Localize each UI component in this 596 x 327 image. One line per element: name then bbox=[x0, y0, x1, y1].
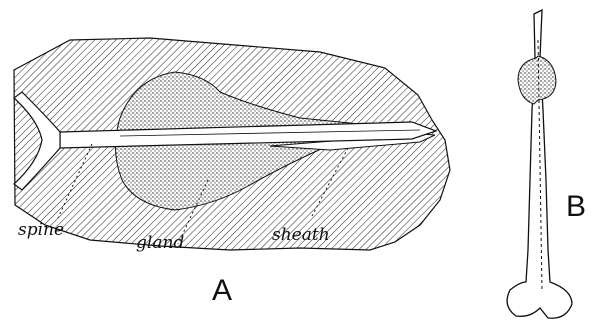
isolated-gland bbox=[518, 56, 556, 104]
panel-b-label: B bbox=[566, 190, 586, 223]
spine-label: spine bbox=[18, 220, 64, 240]
gland-label: gland bbox=[136, 233, 184, 253]
panel-a: spine gland sheath A bbox=[14, 38, 450, 307]
panel-b: B bbox=[507, 10, 586, 318]
sheath-label: sheath bbox=[272, 225, 330, 245]
panel-a-label: A bbox=[212, 274, 232, 307]
